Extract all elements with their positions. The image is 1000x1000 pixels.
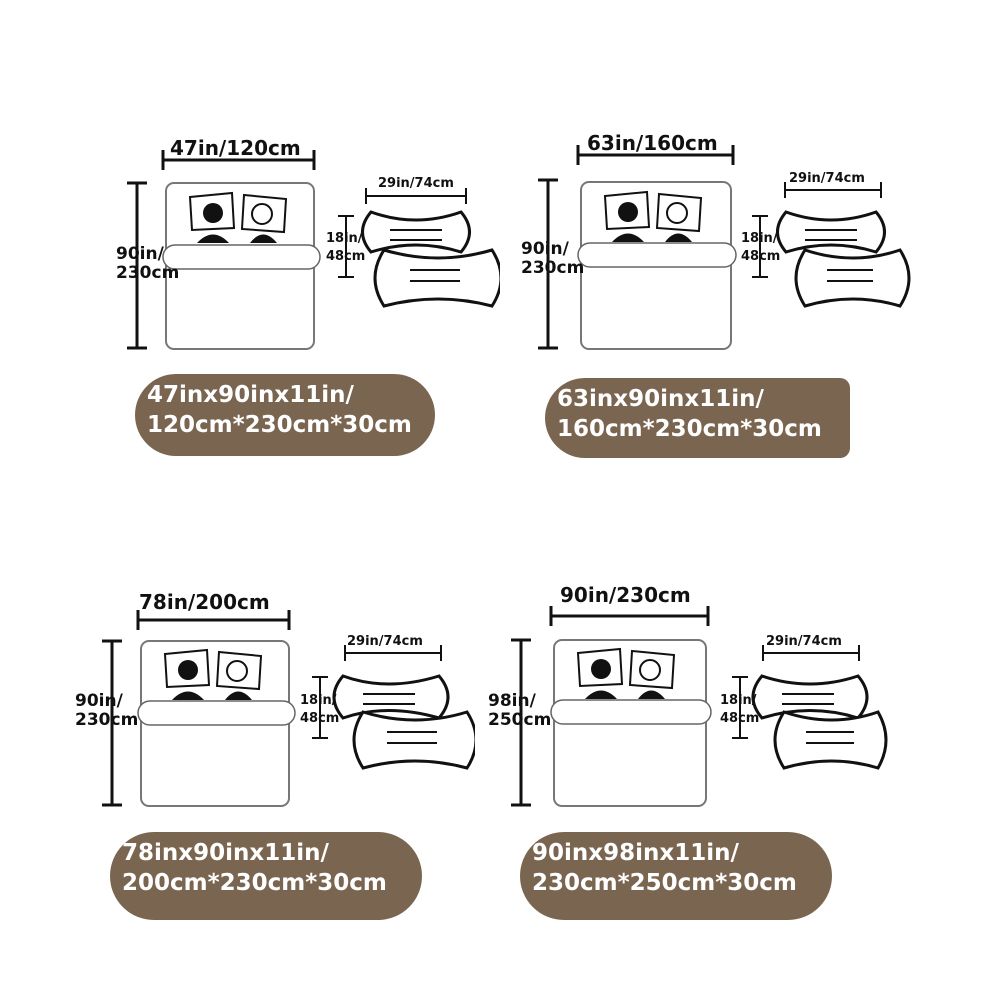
size-spec-badge: 90inx98inx11in/ 230cm*250cm*30cm <box>520 832 832 920</box>
size-spec-badge: 47inx90inx11in/ 120cm*230cm*30cm <box>135 374 435 456</box>
pillow-height-label-line-2: 48cm <box>720 710 760 726</box>
pillow-height-label-line-2: 48cm <box>300 710 340 726</box>
pillow-height-dimension-icon <box>752 215 768 278</box>
pillow-width-dimension-icon <box>344 645 442 661</box>
bed-width-label: 90in/230cm <box>560 583 691 607</box>
size-panel-2: 63in/160cm 90in/ 230cm 29in/74cm 18in/ 4… <box>415 0 915 500</box>
bed-length-label-line-2: 250cm <box>488 709 552 730</box>
size-spec-line-2: 200cm*230cm*30cm <box>122 870 387 896</box>
size-spec-line-2: 160cm*230cm*30cm <box>557 416 822 442</box>
size-spec-badge: 78inx90inx11in/ 200cm*230cm*30cm <box>110 832 422 920</box>
pillow-width-label: 29in/74cm <box>347 634 423 649</box>
bed-length-label: 90in/ 230cm <box>116 245 179 282</box>
bed-icon <box>162 182 321 350</box>
sleeper-icon <box>603 190 651 242</box>
size-spec-line-2: 120cm*230cm*30cm <box>147 412 412 438</box>
bed-length-label-line-2: 230cm <box>116 262 180 283</box>
sleeper-icon <box>188 191 236 243</box>
bed-length-label-line-1: 90in/ <box>75 691 123 711</box>
bed-width-dimension-icon <box>576 145 735 165</box>
sleeper-icon <box>163 648 211 700</box>
pillow-icon <box>361 210 471 254</box>
size-spec-line-1: 63inx90inx11in/ <box>557 386 764 412</box>
size-spec-line-1: 78inx90inx11in/ <box>122 840 329 866</box>
bed-icon <box>577 181 737 350</box>
pillow-width-dimension-icon <box>365 188 467 204</box>
size-spec-badge: 63inx90inx11in/ 160cm*230cm*30cm <box>545 378 850 458</box>
sleeper-icon <box>655 192 703 242</box>
sleeper-icon <box>215 650 263 700</box>
bed-width-dimension-icon <box>161 150 316 170</box>
pillow-height-label: 18in/ 48cm <box>326 230 365 265</box>
size-panel-3: 78in/200cm 90in/ 230cm 29in/74cm 18in/ 4… <box>0 460 475 960</box>
pillow-height-dimension-icon <box>338 215 354 278</box>
pillow-width-dimension-icon <box>762 645 860 661</box>
pillow-width-label: 29in/74cm <box>766 634 842 649</box>
pillow-height-label: 18in/ 48cm <box>741 230 780 265</box>
pillow-icon <box>776 210 886 254</box>
pillow-icon <box>373 248 500 308</box>
size-diagram-2 <box>538 145 911 350</box>
bed-length-label: 90in/ 230cm <box>521 240 584 277</box>
bed-length-label: 90in/ 230cm <box>75 692 138 729</box>
sleeper-icon <box>628 649 676 699</box>
size-panel-4: 90in/230cm 98in/ 250cm 29in/74cm 18in/ 4… <box>390 460 890 960</box>
pillow-width-label: 29in/74cm <box>378 176 454 191</box>
pillow-icon <box>794 248 911 308</box>
bed-length-label: 98in/ 250cm <box>488 692 551 729</box>
bed-length-dimension-icon <box>102 639 122 807</box>
size-diagram-3 <box>102 610 475 807</box>
pillow-height-dimension-icon <box>312 676 328 739</box>
pillow-height-label-line-1: 18in/ <box>326 231 363 246</box>
pillow-height-dimension-icon <box>732 676 748 739</box>
size-diagram-4 <box>511 606 888 807</box>
bed-length-label-line-1: 90in/ <box>116 244 164 264</box>
size-diagram-1 <box>127 150 500 350</box>
size-spec-line-1: 47inx90inx11in/ <box>147 382 354 408</box>
pillow-height-label-line-1: 18in/ <box>720 693 757 708</box>
bed-length-dimension-icon <box>511 638 531 807</box>
pillow-height-label-line-2: 48cm <box>741 248 781 264</box>
bed-length-label-line-2: 230cm <box>75 709 139 730</box>
sleeper-icon <box>576 647 624 699</box>
pillow-height-label-line-1: 18in/ <box>300 693 337 708</box>
bed-length-label-line-1: 98in/ <box>488 691 536 711</box>
pillow-width-label: 29in/74cm <box>789 171 865 186</box>
bed-width-label: 63in/160cm <box>587 131 718 155</box>
size-spec-line-1: 90inx98inx11in/ <box>532 840 739 866</box>
bed-length-dimension-icon <box>538 178 558 350</box>
bed-width-label: 78in/200cm <box>139 590 270 614</box>
sleeper-icon <box>240 193 288 243</box>
bed-width-dimension-icon <box>549 606 710 626</box>
bed-length-label-line-2: 230cm <box>521 257 585 278</box>
pillow-icon <box>773 710 888 770</box>
bed-length-dimension-icon <box>127 181 147 350</box>
pillow-width-dimension-icon <box>784 182 882 198</box>
bed-width-dimension-icon <box>136 610 291 630</box>
pillow-height-label: 18in/ 48cm <box>300 692 339 727</box>
bed-icon <box>137 640 296 807</box>
pillow-height-label-line-2: 48cm <box>326 248 366 264</box>
pillow-icon <box>352 710 475 770</box>
bed-width-label: 47in/120cm <box>170 136 301 160</box>
size-spec-line-2: 230cm*250cm*30cm <box>532 870 797 896</box>
pillow-height-label: 18in/ 48cm <box>720 692 759 727</box>
bed-length-label-line-1: 90in/ <box>521 239 569 259</box>
size-panel-1: 47in/120cm 90in/ 230cm 29in/74cm 18in/ 4… <box>0 0 500 500</box>
pillow-icon <box>751 674 869 720</box>
pillow-height-label-line-1: 18in/ <box>741 231 778 246</box>
